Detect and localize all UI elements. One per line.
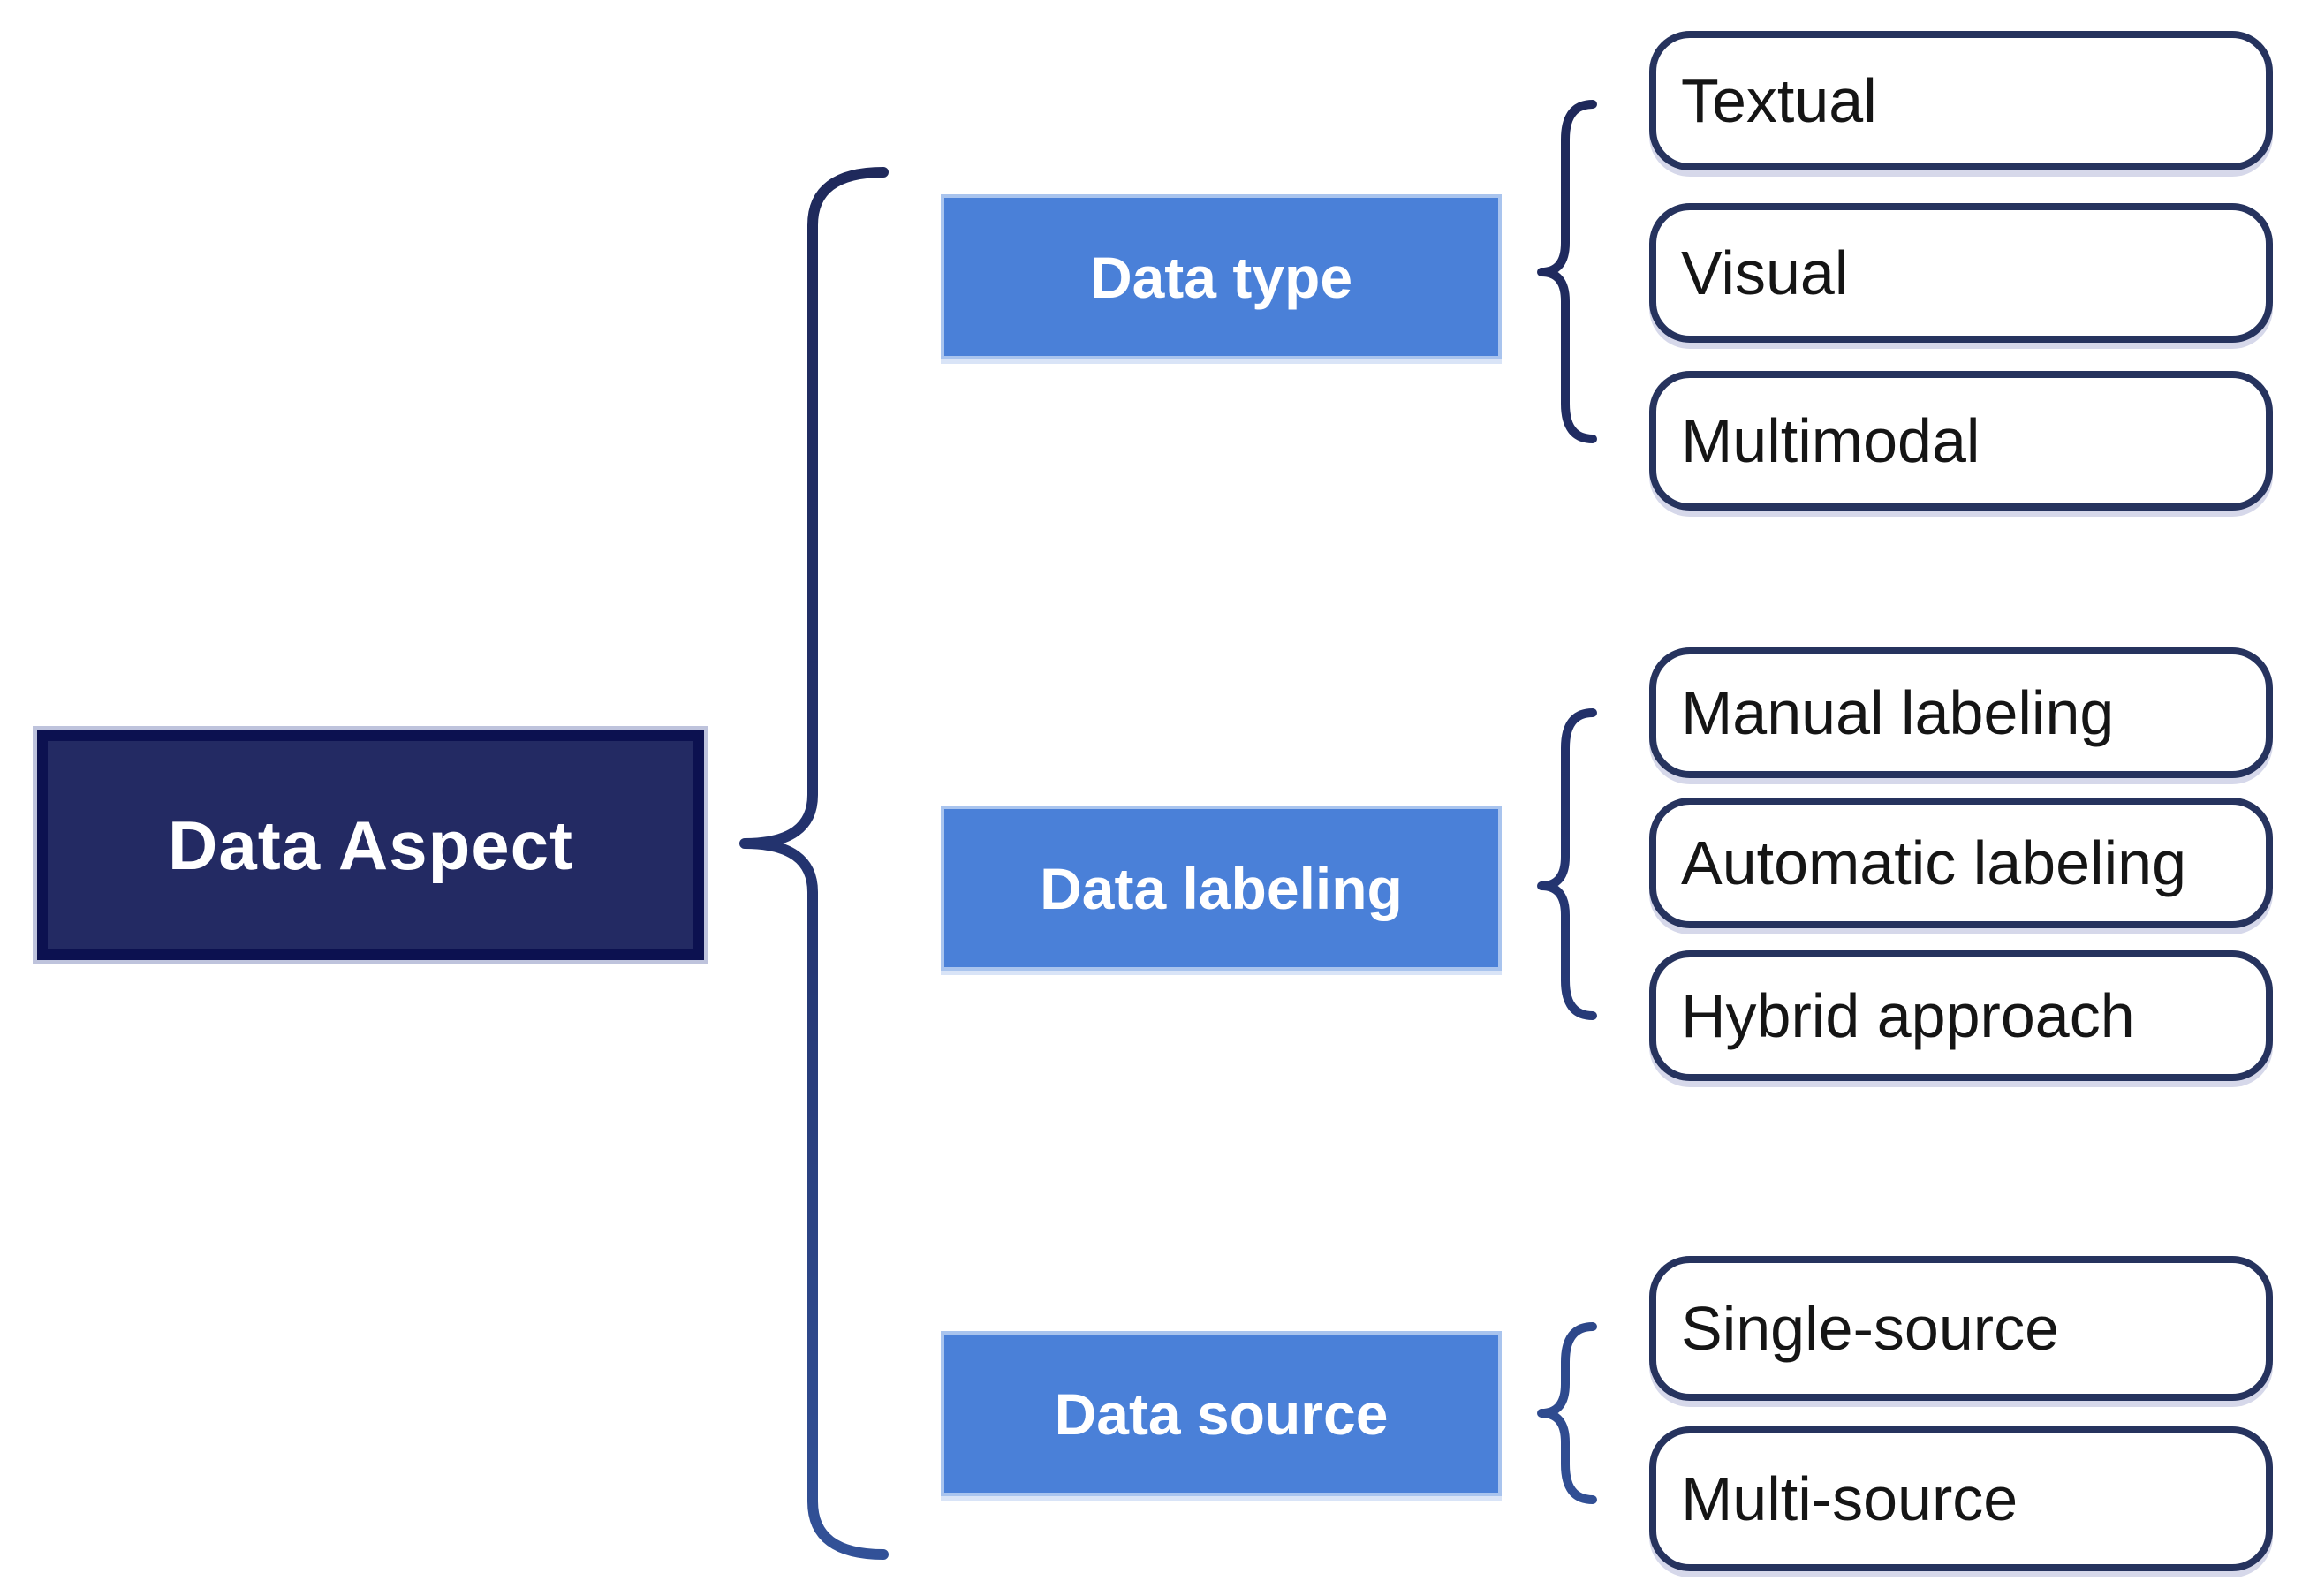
leaf-label: Hybrid approach <box>1681 981 2135 1050</box>
leaf-label: Multi-source <box>1681 1464 2018 1533</box>
leaf-label: Textual <box>1681 66 1877 135</box>
data-labeling-brace-connector <box>1537 708 1597 1020</box>
leaf-label: Visual <box>1681 238 1849 307</box>
leaf-label: Automatic labeling <box>1681 828 2186 897</box>
leaf-node-hybrid-approach: Hybrid approach <box>1649 950 2273 1081</box>
category-node-data-source: Data source <box>941 1331 1502 1496</box>
category-node-data-labeling: Data labeling <box>941 806 1502 971</box>
leaf-label: Manual labeling <box>1681 678 2115 747</box>
leaf-node-multi-source: Multi-source <box>1649 1426 2273 1571</box>
root-node-label: Data Aspect <box>168 806 573 884</box>
root-brace-connector <box>739 167 889 1560</box>
category-label: Data type <box>1089 244 1353 310</box>
data-source-brace-connector <box>1537 1322 1597 1504</box>
category-node-data-type: Data type <box>941 194 1502 359</box>
leaf-label: Single-source <box>1681 1294 2059 1363</box>
leaf-node-manual-labeling: Manual labeling <box>1649 647 2273 778</box>
root-node-data-aspect: Data Aspect <box>37 730 704 960</box>
category-label: Data source <box>1054 1380 1389 1447</box>
data-type-brace-connector <box>1537 100 1597 443</box>
category-label: Data labeling <box>1040 855 1403 921</box>
leaf-node-textual: Textual <box>1649 31 2273 170</box>
leaf-node-multimodal: Multimodal <box>1649 371 2273 511</box>
leaf-node-visual: Visual <box>1649 203 2273 343</box>
leaf-label: Multimodal <box>1681 406 1980 475</box>
leaf-node-single-source: Single-source <box>1649 1256 2273 1401</box>
leaf-node-automatic-labeling: Automatic labeling <box>1649 798 2273 928</box>
